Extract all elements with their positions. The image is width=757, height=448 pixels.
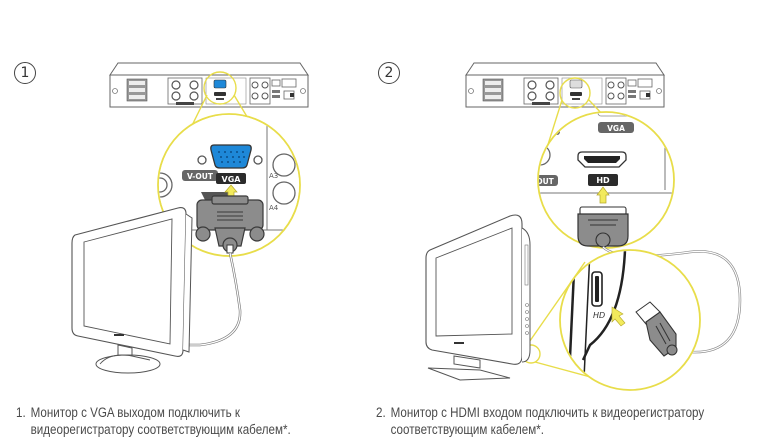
- vga-port-icon: [210, 144, 252, 169]
- hdmi-port-label: HD: [596, 176, 610, 185]
- step-1-index: 1.: [16, 405, 26, 420]
- vga-port-label: VGA: [222, 175, 242, 184]
- step-1-caption: 1. Монитор с VGA выходом подключить к вид…: [16, 404, 377, 438]
- vga-plug-icon: [195, 195, 265, 254]
- label-out-top: OUT: [539, 126, 557, 135]
- label-a4: A4: [269, 204, 279, 212]
- monitor-icon: [71, 207, 193, 374]
- label-out-side: OUT: [536, 177, 554, 186]
- monitor-hdmi-label: HD: [593, 311, 605, 320]
- step-2-caption-line-2: соответствующим кабелем*.: [390, 422, 544, 437]
- label-v-out: V-OUT: [187, 172, 214, 181]
- monitor-icon-2: [425, 214, 531, 381]
- label-a3: A3: [269, 172, 278, 180]
- hdmi-port-icon: [577, 151, 627, 168]
- step-2-index: 2.: [376, 405, 386, 420]
- step-1-caption-line-2: видеорегистратору соответствующим кабеле…: [30, 422, 291, 437]
- step-1-number: 1: [14, 62, 36, 84]
- step-1-caption-text-1: Монитор с VGA выходом подключить к: [30, 405, 240, 420]
- step-1-caption-line-1: 1. Монитор с VGA выходом подключить к: [16, 404, 377, 421]
- step-1-illustration: A3 A4 V-OUT VGA: [71, 62, 309, 374]
- step-2-caption-text-1: Монитор с HDMI входом подключить к видео…: [390, 405, 705, 420]
- step-2-illustration: OUT VGA OUT HD: [425, 62, 742, 391]
- step-2-caption: 2. Монитор с HDMI входом подключить к вид…: [376, 404, 757, 438]
- dvr-rear-panel-icon-2: [465, 62, 665, 108]
- label-vga-top: VGA: [607, 124, 625, 133]
- step-2-number: 2: [378, 62, 400, 84]
- hdmi-plug-icon: [577, 206, 629, 248]
- step-2-caption-line-1: 2. Монитор с HDMI входом подключить к вид…: [376, 404, 757, 421]
- hdmi-cable-plug-icon: [635, 301, 678, 357]
